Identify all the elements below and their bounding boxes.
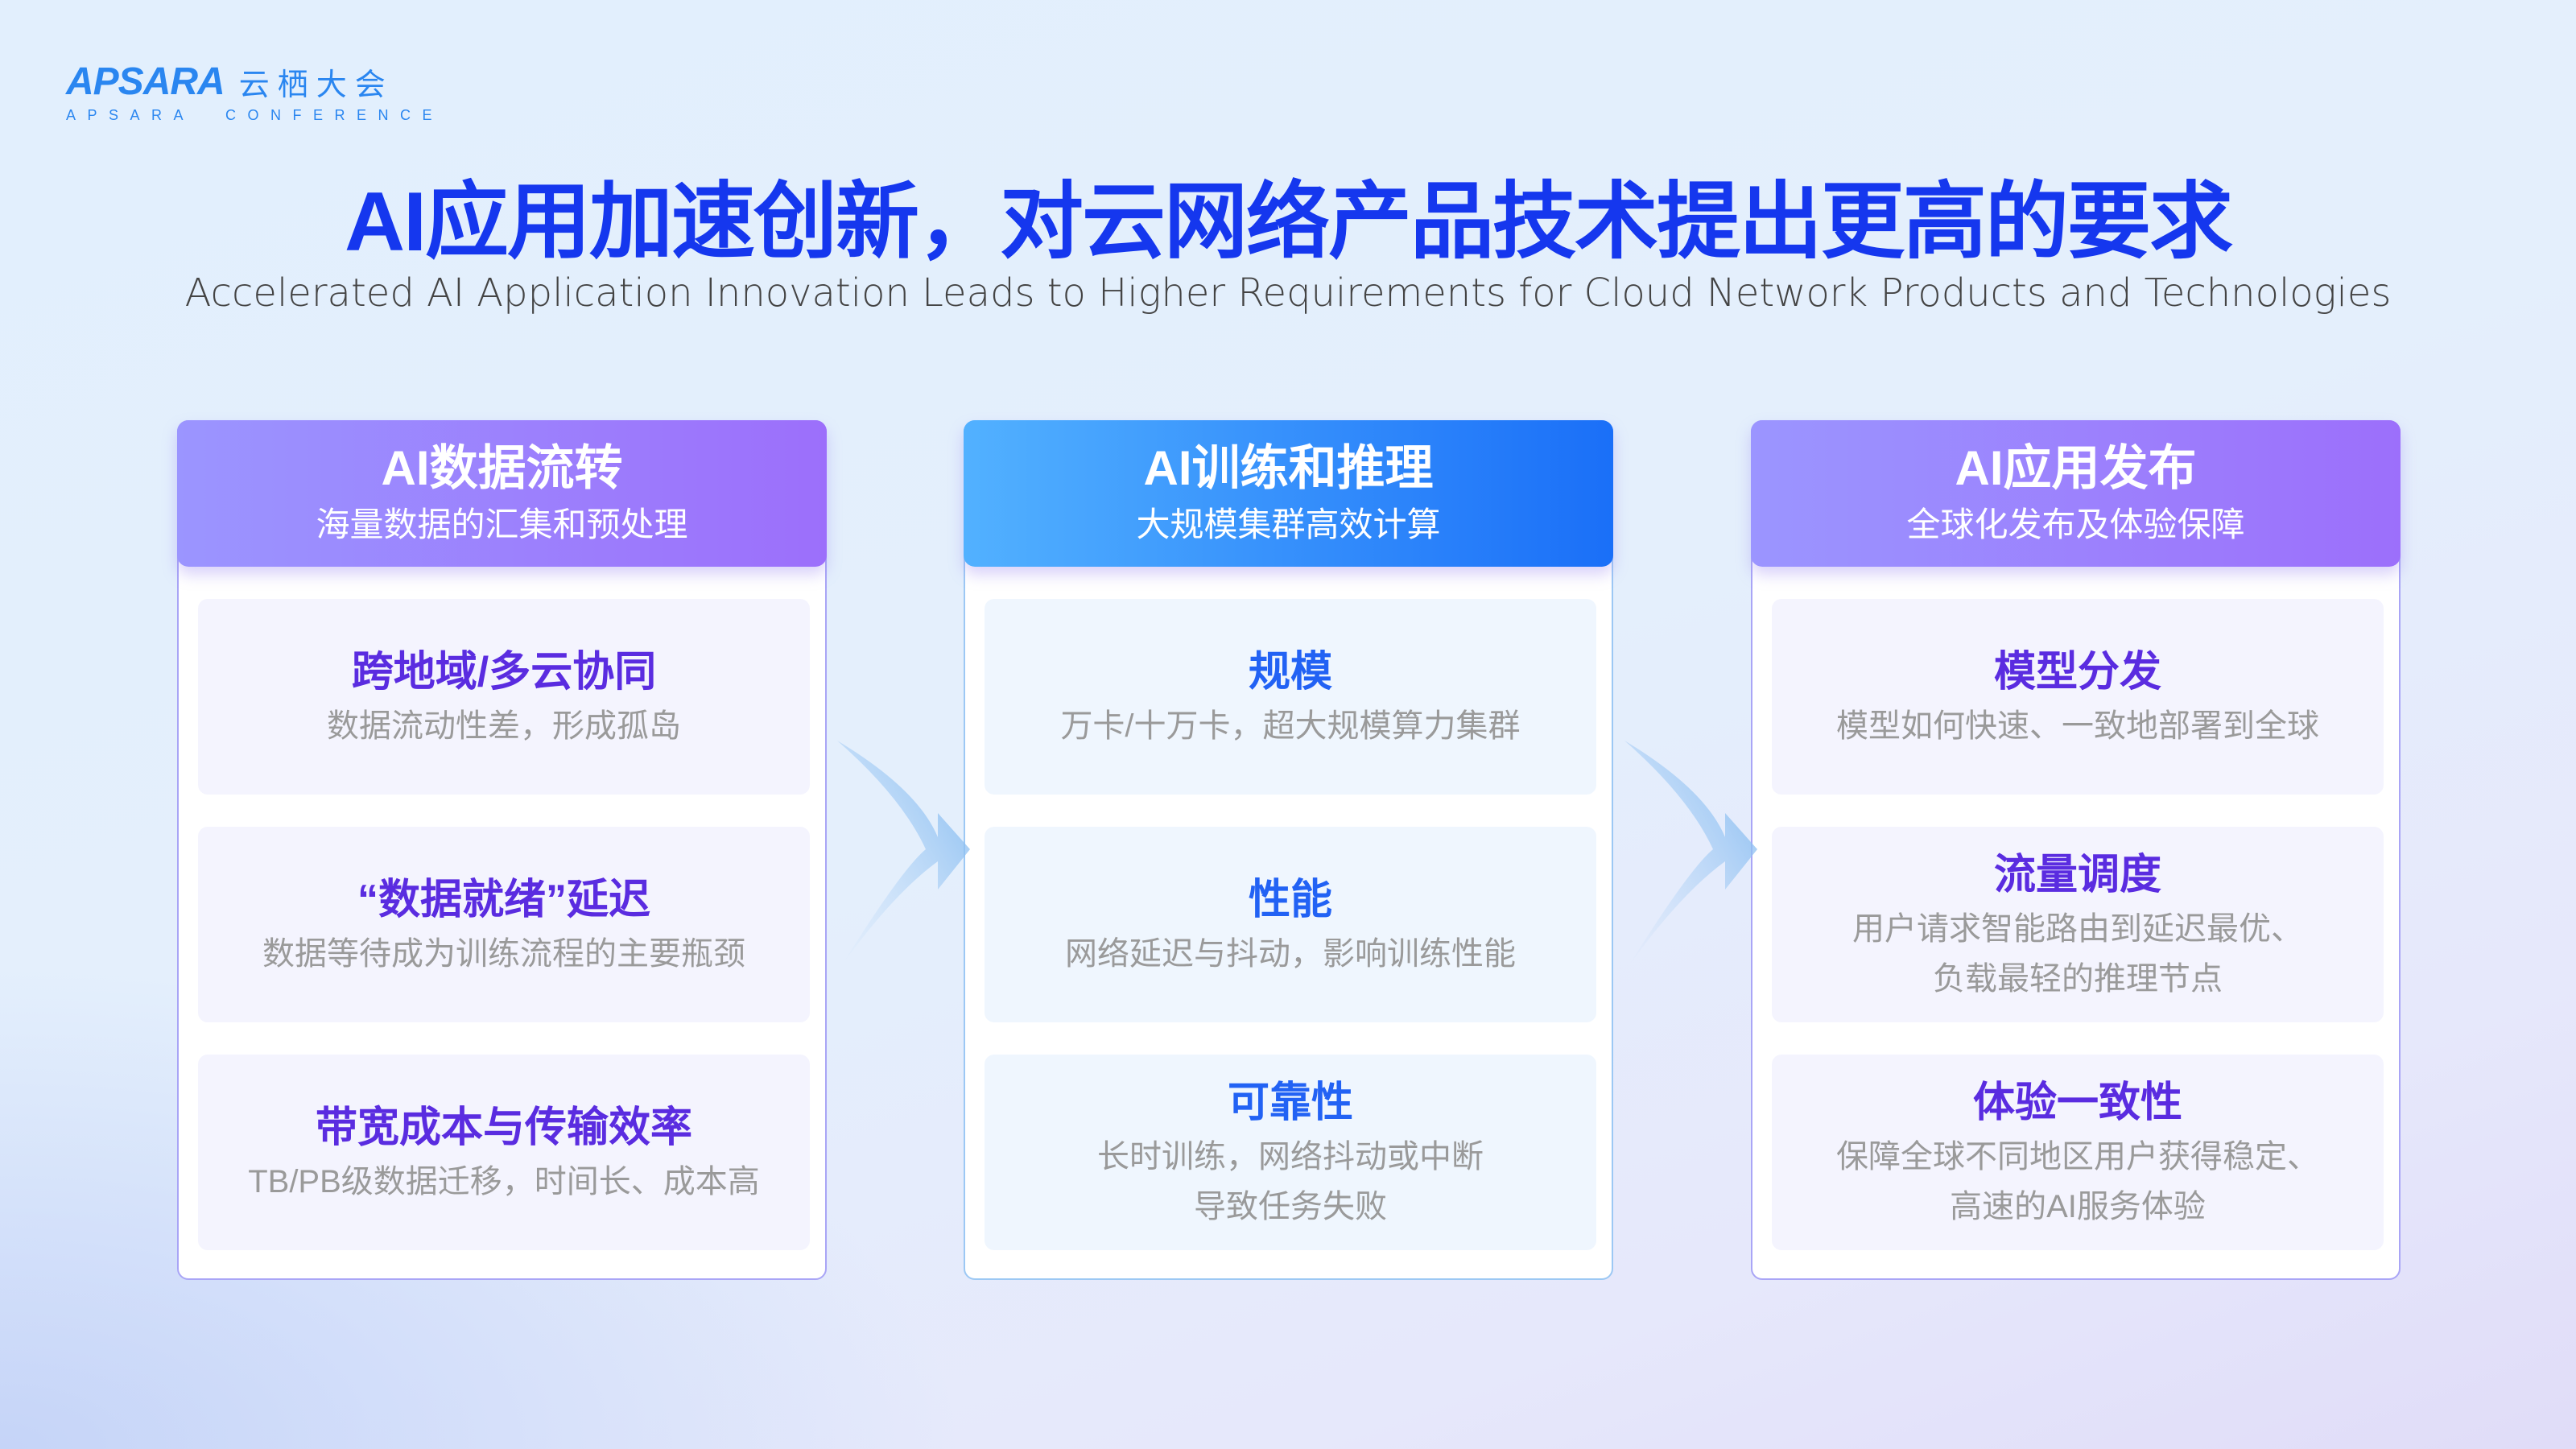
apsara-logo: APSARA 云栖大会 APSARA CONFERENCE: [66, 60, 444, 124]
requirement-desc: TB/PB级数据迁移，时间长、成本高: [248, 1163, 760, 1199]
column-header: AI应用发布 全球化发布及体验保障: [1751, 420, 2401, 567]
requirement-desc: 万卡/十万卡，超大规模算力集群: [1060, 708, 1521, 744]
requirement-title: 体验一致性: [1972, 1079, 2182, 1126]
requirement-card: 跨地域/多云协同数据流动性差，形成孤岛: [198, 599, 810, 795]
column-title: AI数据流转: [381, 441, 623, 495]
requirement-desc: 模型如何快速、一致地部署到全球: [1836, 708, 2319, 744]
requirement-card: “数据就绪”延迟数据等待成为训练流程的主要瓶颈: [198, 827, 810, 1022]
requirement-desc: 网络延迟与抖动，影响训练性能: [1065, 935, 1516, 972]
requirement-card: 带宽成本与传输效率 TB/PB级数据迁移，时间长、成本高: [198, 1055, 810, 1250]
requirement-title: 流量调度: [1993, 851, 2161, 898]
page-title: AI应用加速创新，对云网络产品技术提出更高的要求: [344, 175, 2233, 269]
requirement-card: 可靠性长时训练，网络抖动或中断导致任务失败: [985, 1055, 1596, 1250]
requirement-desc: 数据流动性差，形成孤岛: [327, 708, 681, 744]
logo-cn: 云栖大会: [238, 68, 394, 102]
requirement-title: 规模: [1248, 648, 1332, 696]
column-subtitle: 大规模集群高效计算: [1136, 506, 1441, 543]
column-header: AI训练和推理 大规模集群高效计算: [964, 420, 1613, 567]
column-ai-training-inference: AI训练和推理 大规模集群高效计算 规模万卡/十万卡，超大规模算力集群 性能网络…: [964, 420, 1613, 1280]
requirement-desc: 数据等待成为训练流程的主要瓶颈: [262, 935, 745, 972]
column-ai-data-flow: AI数据流转 海量数据的汇集和预处理 跨地域/多云协同数据流动性差，形成孤岛 “…: [177, 420, 827, 1280]
page-subtitle: Accelerated AI Application Innovation Le…: [184, 270, 2392, 316]
requirement-card: 规模万卡/十万卡，超大规模算力集群: [985, 599, 1596, 795]
requirement-title: 跨地域/多云协同: [351, 648, 657, 696]
logo-brand: APSARA: [66, 60, 225, 103]
requirement-card: 流量调度用户请求智能路由到延迟最优、负载最轻的推理节点: [1772, 827, 2384, 1022]
column-title: AI训练和推理: [1143, 441, 1434, 495]
requirement-title: 模型分发: [1993, 648, 2161, 696]
requirement-desc: 保障全球不同地区用户获得稳定、: [1836, 1138, 2319, 1174]
requirement-desc: 高速的AI服务体验: [1950, 1188, 2206, 1224]
logo-sub: APSARA CONFERENCE: [66, 107, 444, 123]
requirement-desc: 长时训练，网络抖动或中断: [1097, 1138, 1484, 1174]
column-subtitle: 全球化发布及体验保障: [1906, 506, 2245, 543]
requirement-desc: 用户请求智能路由到延迟最优、: [1852, 910, 2303, 947]
flow-arrow-icon: [837, 741, 970, 966]
requirement-desc: 负载最轻的推理节点: [1933, 960, 2223, 997]
requirement-title: 带宽成本与传输效率: [315, 1104, 692, 1151]
column-title: AI应用发布: [1955, 441, 2197, 495]
requirement-title: 性能: [1248, 876, 1332, 923]
column-header: AI数据流转 海量数据的汇集和预处理: [177, 420, 827, 567]
requirement-title: 可靠性: [1227, 1079, 1353, 1126]
requirement-card: 性能网络延迟与抖动，影响训练性能: [985, 827, 1596, 1022]
requirement-title: “数据就绪”延迟: [357, 876, 650, 923]
column-subtitle: 海量数据的汇集和预处理: [316, 506, 688, 543]
requirement-card: 模型分发模型如何快速、一致地部署到全球: [1772, 599, 2384, 795]
requirement-card: 体验一致性保障全球不同地区用户获得稳定、高速的AI服务体验: [1772, 1055, 2384, 1250]
requirement-desc: 导致任务失败: [1194, 1188, 1387, 1224]
column-ai-app-release: AI应用发布 全球化发布及体验保障 模型分发模型如何快速、一致地部署到全球 流量…: [1751, 420, 2401, 1280]
flow-arrow-icon: [1624, 741, 1757, 966]
